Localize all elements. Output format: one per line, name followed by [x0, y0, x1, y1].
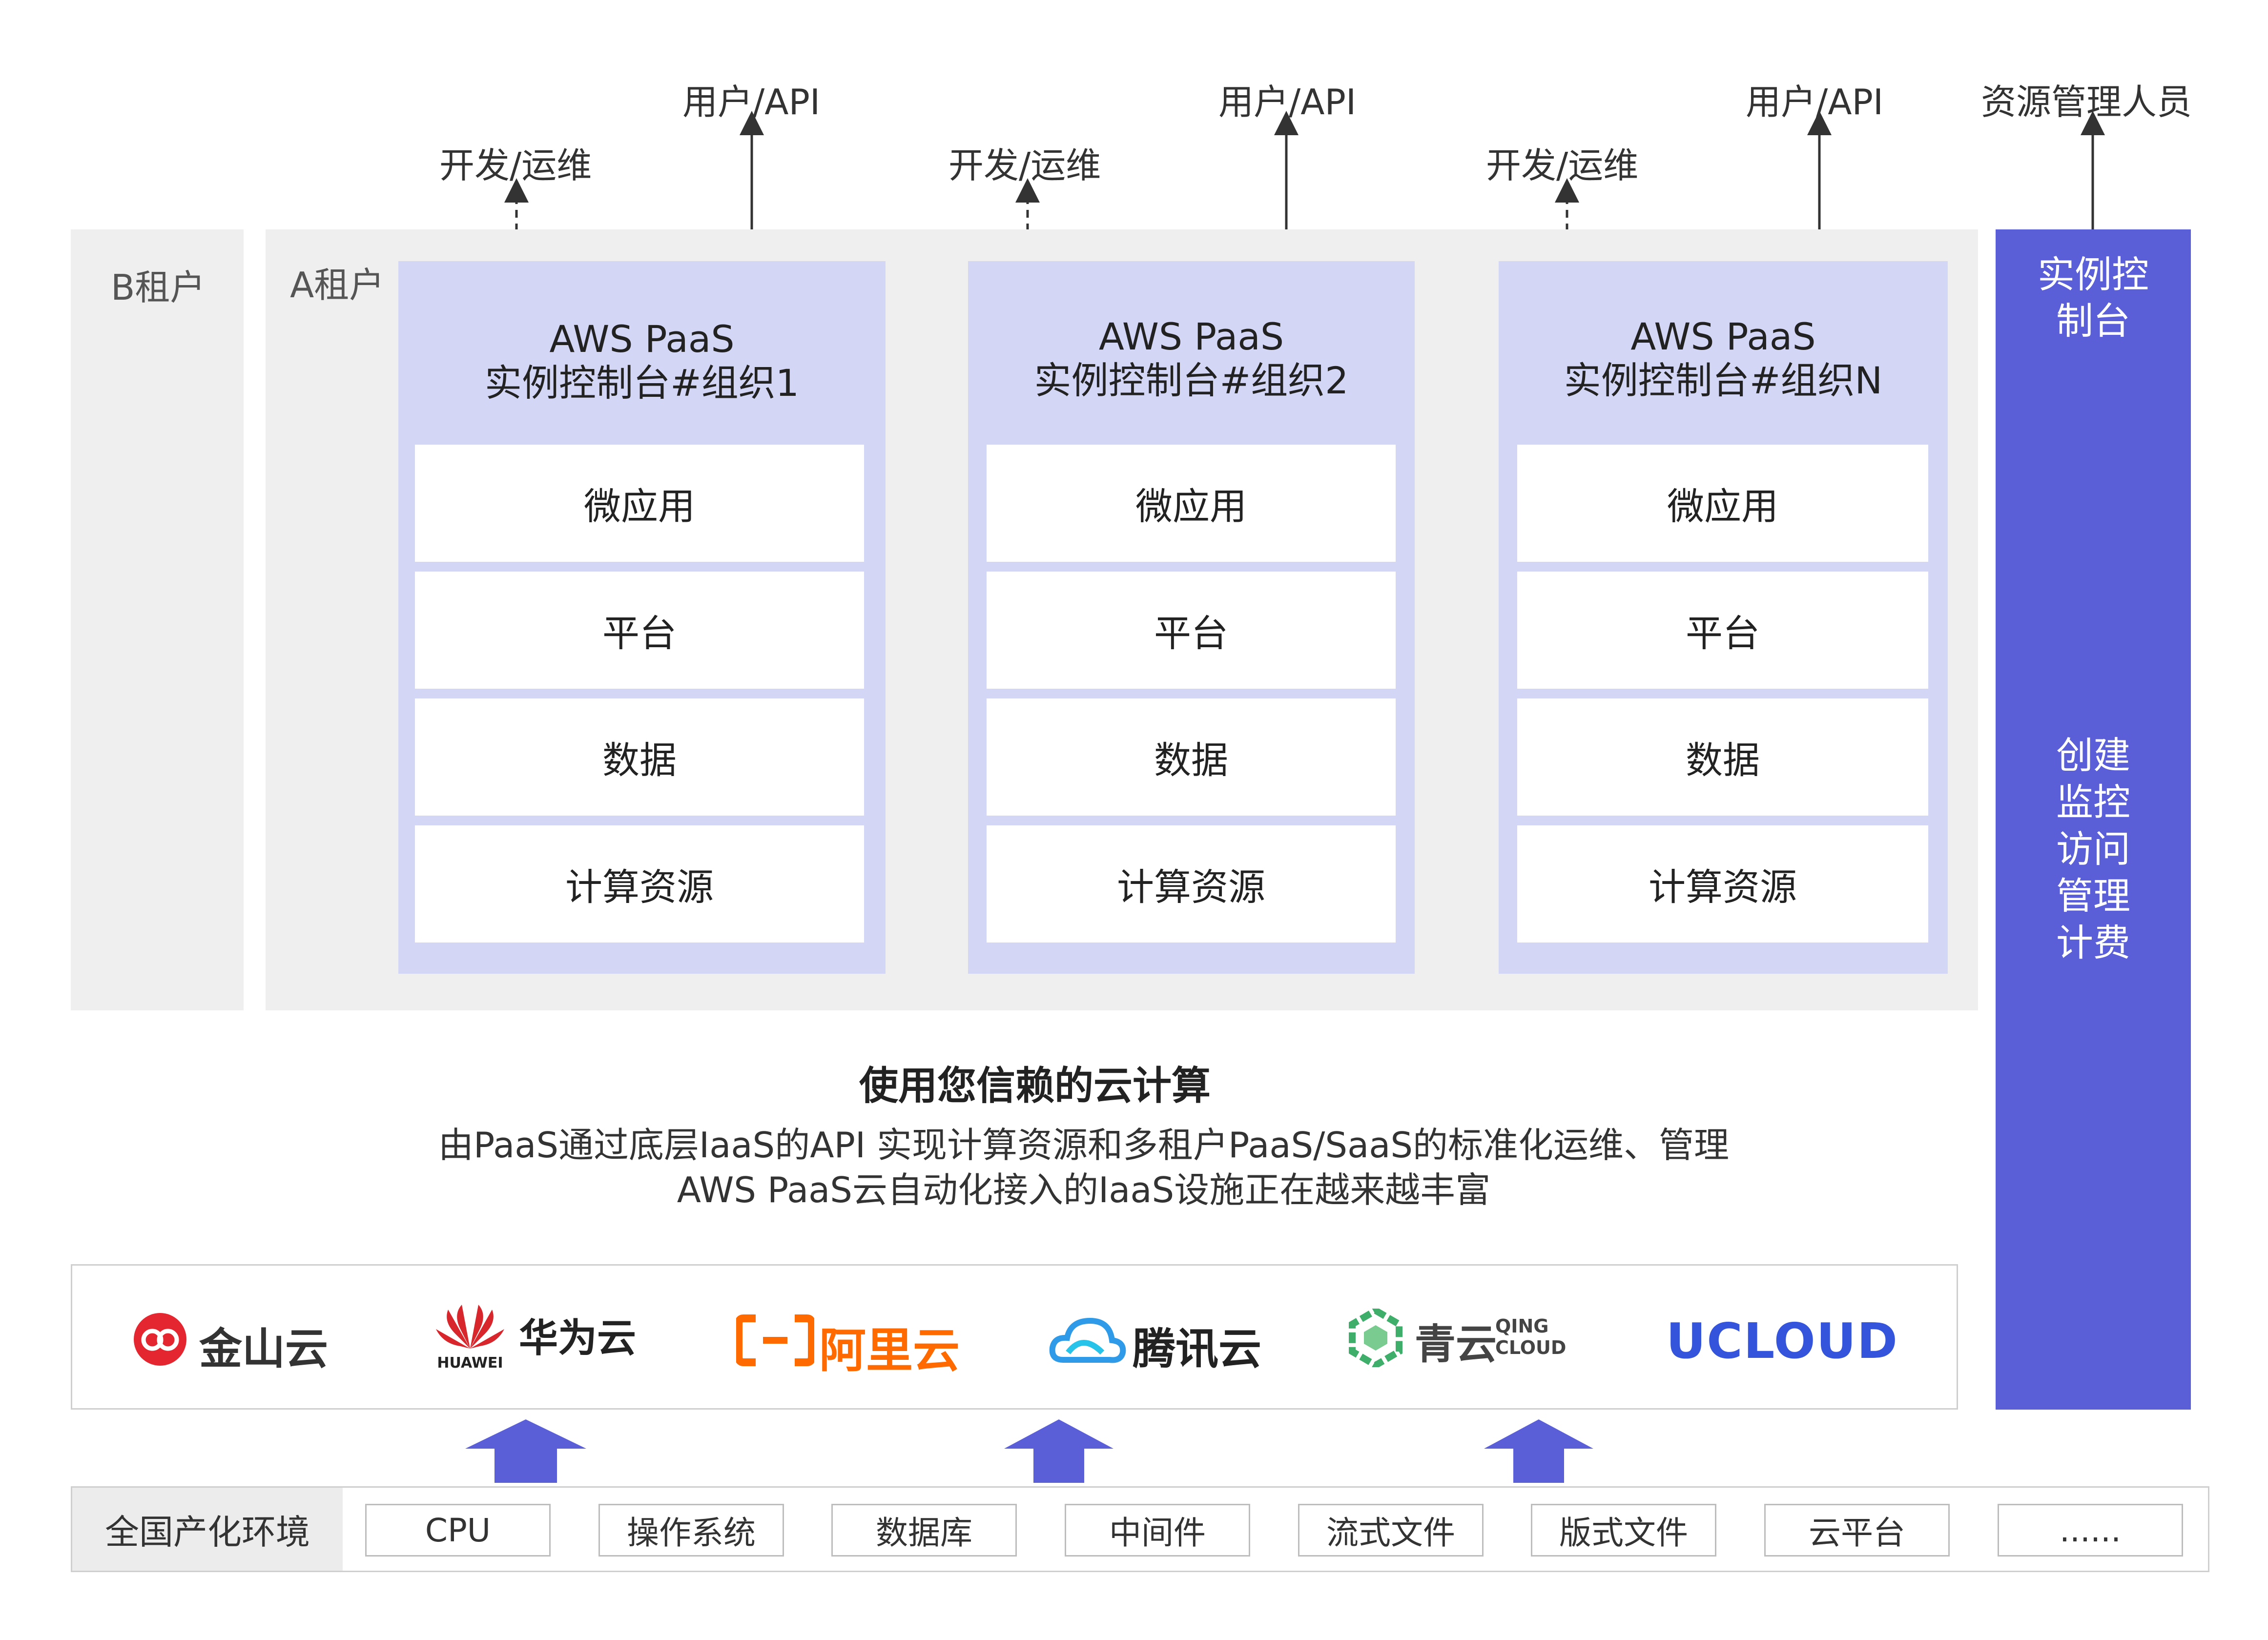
env-item-stream-file: 流式文件 — [1298, 1504, 1484, 1557]
env-item-more: ...... — [1998, 1504, 2183, 1557]
layer-compute: 计算资源 — [415, 825, 864, 943]
provider-name: 阿里云 — [819, 1323, 960, 1378]
qingcloud-wordmark-2: CLOUD — [1495, 1337, 1567, 1358]
org-title-line2: 实例控制台#组织N — [1564, 359, 1883, 402]
org-card-2: AWS PaaS 实例控制台#组织2 微应用 平台 数据 计算资源 — [968, 261, 1415, 974]
layer-platform: 平台 — [1517, 572, 1928, 689]
provider-aliyun: 阿里云 — [736, 1309, 970, 1378]
devops-label-2: 开发/运维 — [948, 145, 1101, 186]
section-desc-line1: 由PaaS通过底层IaaS的API 实现计算资源和多租户PaaS/SaaS的标准… — [438, 1125, 1730, 1166]
section-desc-line2: AWS PaaS云自动化接入的IaaS设施正在越来越丰富 — [677, 1169, 1491, 1210]
panel-function-access: 访问 — [2056, 827, 2130, 871]
org-title-line1: AWS PaaS — [549, 317, 735, 361]
layer-compute: 计算资源 — [1517, 825, 1928, 943]
layer-platform: 平台 — [415, 572, 864, 689]
environment-label: 全国产化环境 — [72, 1488, 343, 1571]
user-api-label-2: 用户/API — [1218, 82, 1357, 123]
provider-name: 华为云 — [519, 1315, 636, 1361]
infra-up-arrow-2 — [1004, 1419, 1113, 1483]
tenant-a-label: A租户 — [290, 265, 385, 306]
tenant-b-label: B租户 — [111, 267, 206, 308]
kingsoft-cloud-logo — [134, 1313, 186, 1366]
infra-up-arrow-3 — [1484, 1419, 1593, 1483]
huawei-wordmark: HUAWEI — [437, 1354, 503, 1372]
qingcloud-wordmark-1: QING — [1495, 1315, 1549, 1337]
section-title: 使用您信赖的云计算 — [859, 1063, 1211, 1108]
provider-ucloud: UCLOUD — [1666, 1311, 1900, 1370]
org-card-n: AWS PaaS 实例控制台#组织N 微应用 平台 数据 计算资源 — [1499, 261, 1948, 974]
org-title-line1: AWS PaaS — [1630, 315, 1816, 358]
env-item-cpu: CPU — [365, 1504, 551, 1557]
env-item-middleware: 中间件 — [1065, 1504, 1250, 1557]
provider-qingcloud: 青云 QING CLOUD — [1346, 1307, 1581, 1370]
layer-data: 数据 — [987, 698, 1396, 816]
org-card-1: AWS PaaS 实例控制台#组织1 微应用 平台 数据 计算资源 — [398, 261, 886, 974]
provider-huawei: HUAWEI 华为云 — [433, 1300, 639, 1378]
tencent-cloud-logo — [1049, 1317, 1126, 1363]
devops-label-1: 开发/运维 — [439, 145, 592, 186]
provider-tencent: 腾讯云 — [1049, 1311, 1273, 1374]
instance-console-panel: 实例控 制台 创建 监控 访问 管理 计费 — [1996, 229, 2191, 1410]
env-item-os: 操作系统 — [598, 1504, 784, 1557]
devops-label-3: 开发/运维 — [1486, 145, 1639, 186]
user-api-label-3: 用户/API — [1746, 82, 1884, 123]
layer-micro-app: 微应用 — [1517, 445, 1928, 562]
org-title-line2: 实例控制台#组织2 — [1034, 359, 1349, 402]
panel-function-monitor: 监控 — [2056, 780, 2130, 824]
cloud-providers-box: 金山云 HUAWEI 华为云 阿里云 腾讯云 — [71, 1264, 1958, 1410]
org-title-line1: AWS PaaS — [1098, 315, 1284, 358]
provider-name: 金山云 — [199, 1324, 329, 1374]
org-title-line2: 实例控制台#组织1 — [484, 361, 800, 405]
env-item-cloud-platform: 云平台 — [1764, 1504, 1950, 1557]
aliyun-logo — [736, 1314, 814, 1366]
layer-micro-app: 微应用 — [987, 445, 1396, 562]
qingcloud-logo — [1349, 1309, 1402, 1367]
panel-function-billing: 计费 — [2056, 921, 2130, 964]
domestic-environment-bar: 全国产化环境 CPU 操作系统 数据库 中间件 流式文件 版式文件 云平台 ..… — [71, 1486, 2209, 1572]
infra-up-arrow-1 — [465, 1419, 586, 1483]
panel-title-line2: 制台 — [2056, 299, 2130, 343]
panel-function-manage: 管理 — [2056, 874, 2130, 918]
provider-name: 腾讯云 — [1133, 1324, 1262, 1374]
tenant-b-box: B租户 — [71, 229, 244, 1010]
env-item-layout-file: 版式文件 — [1531, 1504, 1716, 1557]
provider-kingsoft: 金山云 — [131, 1311, 336, 1374]
env-item-database: 数据库 — [831, 1504, 1017, 1557]
layer-data: 数据 — [415, 698, 864, 816]
admin-label: 资源管理人员 — [1981, 82, 2192, 123]
user-api-label-1: 用户/API — [682, 82, 821, 123]
layer-compute: 计算资源 — [987, 825, 1396, 943]
layer-micro-app: 微应用 — [415, 445, 864, 562]
provider-name: 青云 — [1415, 1320, 1497, 1368]
panel-function-create: 创建 — [2056, 734, 2130, 777]
ucloud-logo: UCLOUD — [1666, 1312, 1898, 1370]
layer-platform: 平台 — [987, 572, 1396, 689]
huawei-logo — [436, 1305, 504, 1349]
panel-title-line1: 实例控 — [2038, 253, 2149, 296]
layer-data: 数据 — [1517, 698, 1928, 816]
